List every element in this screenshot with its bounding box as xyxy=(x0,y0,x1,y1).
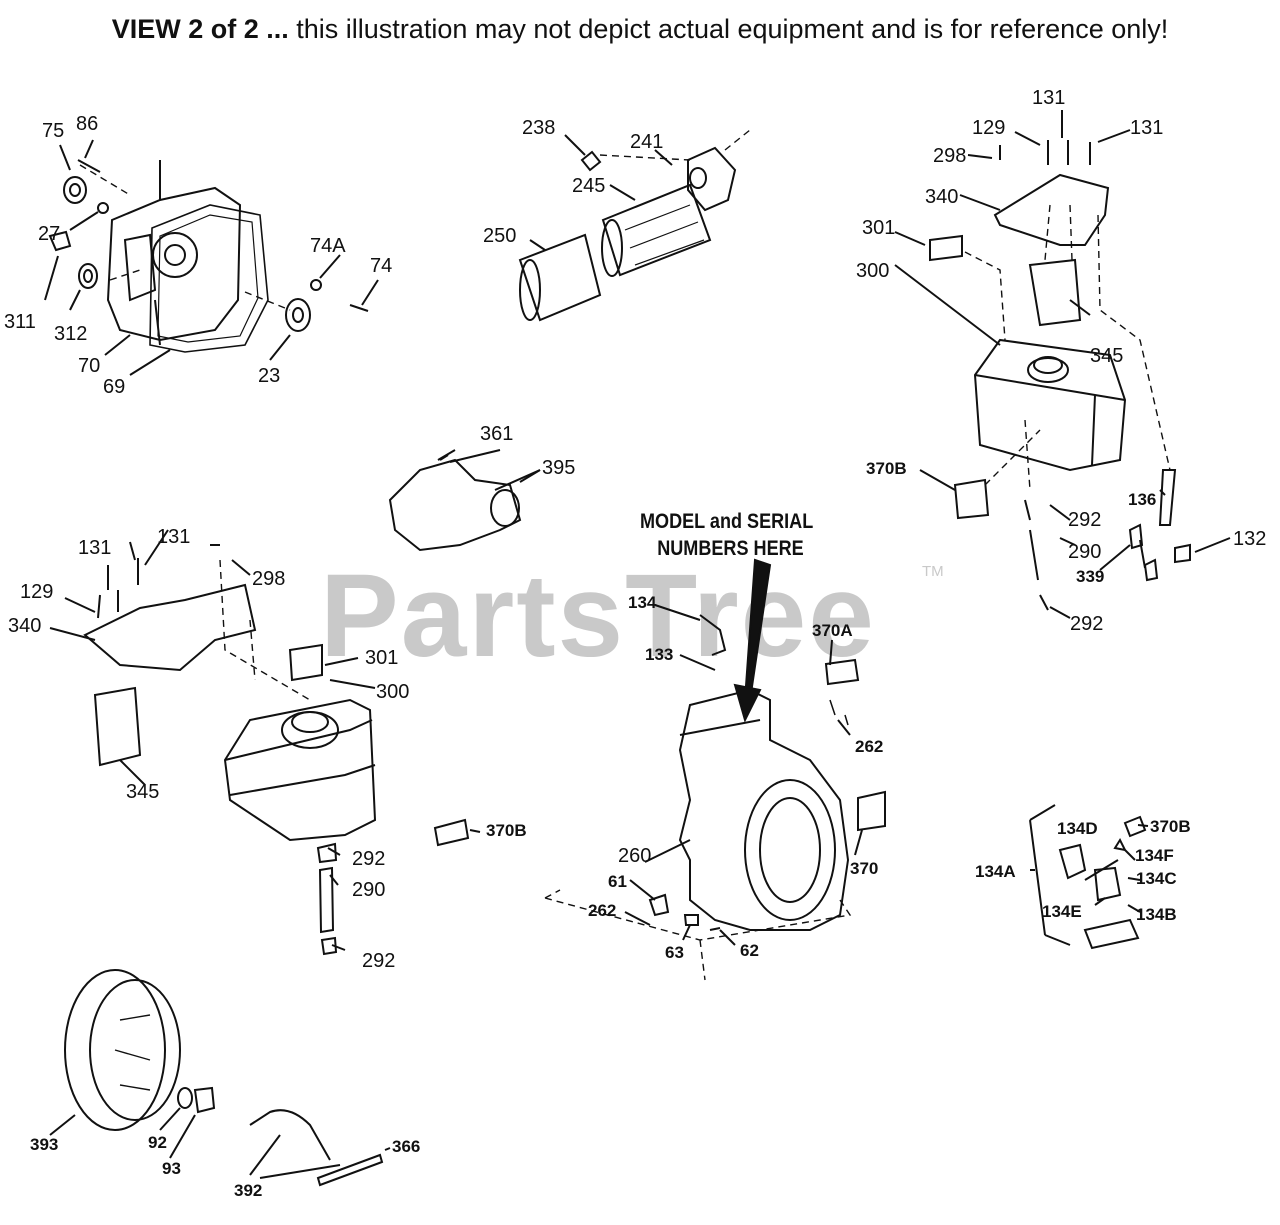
callout-75: 75 xyxy=(42,120,64,142)
callout-131-top: 131 xyxy=(1032,87,1065,109)
callout-62: 62 xyxy=(740,941,759,960)
view-label: VIEW 2 of 2 ... xyxy=(111,14,289,44)
callout-395: 395 xyxy=(542,457,575,479)
disclaimer-text: this illustration may not depict actual … xyxy=(288,14,1169,44)
callout-262-right: 262 xyxy=(855,737,883,756)
callout-133: 133 xyxy=(645,645,673,664)
watermark: PartsTree xyxy=(320,550,876,682)
callout-136: 136 xyxy=(1128,490,1156,509)
callout-300-mid: 300 xyxy=(376,681,409,703)
callout-370: 370 xyxy=(850,859,878,878)
page-title: VIEW 2 of 2 ... this illustration may no… xyxy=(0,14,1280,45)
fuel-tank-lower-drawing xyxy=(49,529,481,956)
callout-74: 74 xyxy=(370,255,392,277)
callout-250: 250 xyxy=(483,225,516,247)
callout-340-mid: 340 xyxy=(8,615,41,637)
callout-366: 366 xyxy=(392,1137,420,1156)
callout-134: 134 xyxy=(628,593,657,612)
callout-238: 238 xyxy=(522,117,555,139)
blower-housing-drawing xyxy=(544,604,886,981)
callout-340-top: 340 xyxy=(925,186,958,208)
callout-132: 132 xyxy=(1233,528,1266,550)
callout-339: 339 xyxy=(1076,567,1104,586)
callout-61: 61 xyxy=(608,872,627,891)
callout-262-left: 262 xyxy=(588,901,616,920)
callout-311: 311 xyxy=(4,311,36,333)
callout-361: 361 xyxy=(480,423,513,445)
note-line-2: NUMBERS HERE xyxy=(657,537,804,560)
air-cleaner-drawing xyxy=(518,129,751,322)
callout-92: 92 xyxy=(148,1133,167,1152)
callout-86: 86 xyxy=(76,113,98,135)
pointer-arrow xyxy=(743,558,772,701)
callout-300-top: 300 xyxy=(856,260,889,282)
callout-131-mid-a: 131 xyxy=(78,537,111,559)
callout-245: 245 xyxy=(572,175,605,197)
callout-290-b: 290 xyxy=(352,879,385,901)
callout-131-top-right: 131 xyxy=(1130,117,1163,139)
callout-70: 70 xyxy=(78,355,100,377)
callout-370b-mid: 370B xyxy=(486,821,527,840)
callout-241: 241 xyxy=(630,131,663,153)
callout-23: 23 xyxy=(258,365,280,387)
callout-370b-top: 370B xyxy=(866,459,907,478)
callout-74a: 74A xyxy=(310,235,346,257)
crankcase-cover-drawing xyxy=(44,139,379,376)
watermark-tm: TM xyxy=(922,563,944,580)
callout-93: 93 xyxy=(162,1159,181,1178)
decal-kit-drawing xyxy=(1029,804,1149,950)
callout-292-c: 292 xyxy=(352,848,385,870)
callout-134c: 134C xyxy=(1136,869,1177,888)
carburetor-drawing xyxy=(388,449,541,552)
callout-27: 27 xyxy=(38,223,60,245)
callout-134f: 134F xyxy=(1135,846,1174,865)
callout-134b: 134B xyxy=(1136,905,1177,924)
fuel-tank-upper-drawing xyxy=(894,110,1231,619)
callout-131-mid-b: 131 xyxy=(157,526,190,548)
callout-260: 260 xyxy=(618,845,651,867)
callout-301-top: 301 xyxy=(862,217,895,239)
callout-292-b: 292 xyxy=(1070,613,1103,635)
callout-298-mid: 298 xyxy=(252,568,285,590)
callout-129-mid: 129 xyxy=(20,581,53,603)
callout-392: 392 xyxy=(234,1181,262,1200)
callout-292-d: 292 xyxy=(362,950,395,972)
callout-134a: 134A xyxy=(975,862,1016,881)
callout-290-a: 290 xyxy=(1068,541,1101,563)
callout-345-top: 345 xyxy=(1090,345,1123,367)
callout-298-top: 298 xyxy=(933,145,966,167)
wheel-drawing xyxy=(49,969,216,1159)
callout-345-mid: 345 xyxy=(126,781,159,803)
note-line-1: MODEL and SERIAL xyxy=(640,510,814,533)
callout-370a: 370A xyxy=(812,621,853,640)
callout-370b-right: 370B xyxy=(1150,817,1191,836)
model-serial-note: MODEL and SERIAL NUMBERS HERE xyxy=(640,508,813,562)
callout-292-a: 292 xyxy=(1068,509,1101,531)
callout-134e: 134E xyxy=(1042,902,1082,921)
callout-69: 69 xyxy=(103,376,125,398)
callout-393: 393 xyxy=(30,1135,58,1154)
callout-129-top: 129 xyxy=(972,117,1005,139)
callout-63: 63 xyxy=(665,943,684,962)
wire-drawing xyxy=(249,1109,391,1187)
callout-301-mid: 301 xyxy=(365,647,398,669)
callout-312: 312 xyxy=(54,323,87,345)
callout-134d: 134D xyxy=(1057,819,1098,838)
